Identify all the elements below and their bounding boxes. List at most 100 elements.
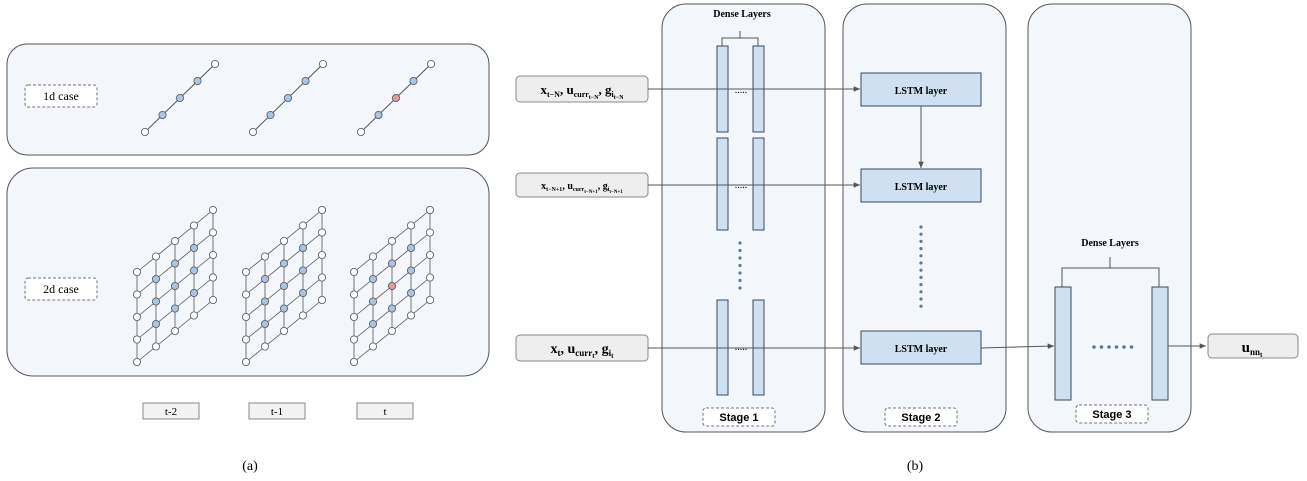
ellipsis-dot bbox=[919, 239, 923, 243]
grid-node bbox=[317, 295, 326, 304]
grid-node bbox=[368, 319, 377, 328]
ellipsis-dot bbox=[919, 247, 923, 251]
chain-node bbox=[248, 127, 257, 136]
grid-node bbox=[349, 290, 358, 299]
stage1-panel bbox=[661, 3, 826, 433]
dense-layers-label-right: Dense Layers bbox=[1081, 238, 1139, 249]
chains-1d bbox=[140, 60, 435, 136]
dense-bar bbox=[752, 137, 765, 231]
horizontal-dots bbox=[1092, 345, 1134, 349]
ellipsis-dot bbox=[919, 268, 923, 272]
ellipsis-dot bbox=[919, 297, 923, 301]
ellipsis-row1: ..... bbox=[735, 85, 748, 96]
grid-node bbox=[349, 267, 358, 276]
grid-node bbox=[279, 259, 288, 268]
grid-node bbox=[189, 288, 198, 297]
grid-node bbox=[241, 312, 250, 321]
caption-b: (b) bbox=[907, 459, 924, 474]
chain-node bbox=[356, 127, 365, 136]
grid-node bbox=[387, 326, 396, 335]
grid-node bbox=[425, 295, 434, 304]
time-labels: t-2 t-1 t bbox=[142, 402, 414, 420]
grid-node bbox=[208, 228, 217, 237]
lstm-layer-2 bbox=[860, 168, 982, 203]
grid-node bbox=[132, 267, 141, 276]
grid-node bbox=[132, 357, 141, 366]
grids-2d bbox=[132, 205, 434, 366]
grid-node bbox=[241, 290, 250, 299]
ellipsis-dot bbox=[919, 275, 923, 279]
grid-node bbox=[132, 335, 141, 344]
ellipsis-dot bbox=[1099, 345, 1104, 349]
grid-node bbox=[425, 273, 434, 282]
input-label-t-N: xt−N, ucurrt−N, git−N bbox=[540, 82, 624, 101]
chain-node bbox=[391, 94, 400, 103]
grid-node bbox=[132, 312, 141, 321]
grid-node bbox=[260, 319, 269, 328]
grid-node bbox=[406, 266, 415, 275]
lstm-layer-1 bbox=[860, 72, 982, 107]
time-label-t-1: t-1 bbox=[271, 406, 283, 418]
ellipsis-dot bbox=[919, 225, 923, 229]
grid-node bbox=[349, 357, 358, 366]
grid-node bbox=[208, 273, 217, 282]
grid-node bbox=[298, 288, 307, 297]
grid-node bbox=[208, 205, 217, 214]
grid-node bbox=[368, 297, 377, 306]
ellipsis-dot bbox=[1114, 345, 1119, 349]
label-1d-case: 1d case bbox=[43, 89, 79, 103]
input-label-t: xt, ucurrt, git bbox=[551, 342, 615, 360]
grid-node bbox=[279, 326, 288, 335]
grid-node bbox=[151, 319, 160, 328]
grid-node bbox=[349, 312, 358, 321]
grid-node bbox=[406, 288, 415, 297]
stage3-label: Stage 3 bbox=[1092, 409, 1131, 421]
lstm-label-1: LSTM layer bbox=[895, 86, 948, 97]
grid-node bbox=[151, 252, 160, 261]
dense-bar-stage3-right bbox=[1151, 286, 1169, 401]
dense-bar-stage3-left bbox=[1054, 286, 1072, 401]
ellipsis-dot bbox=[738, 286, 742, 290]
ellipsis-dot bbox=[738, 248, 742, 253]
grid-node bbox=[208, 250, 217, 259]
grid-node bbox=[241, 335, 250, 344]
grid-node bbox=[189, 221, 198, 230]
grid-node bbox=[387, 236, 396, 245]
ellipsis-dot bbox=[738, 256, 742, 260]
chain-node bbox=[409, 77, 418, 86]
dense-layers-label-top: Dense Layers bbox=[713, 9, 771, 20]
grid-node bbox=[170, 236, 179, 245]
vertical-dots bbox=[738, 225, 923, 308]
stage2-label: Stage 2 bbox=[901, 412, 940, 424]
ellipsis-dot bbox=[919, 232, 923, 236]
chain-node bbox=[266, 111, 275, 120]
output-box bbox=[1207, 333, 1299, 359]
ellipsis-dot bbox=[1129, 345, 1134, 349]
grid-node bbox=[241, 267, 250, 276]
input-box-t-N1 bbox=[515, 172, 649, 198]
ellipsis-dot bbox=[1122, 345, 1126, 349]
grid-node bbox=[170, 304, 179, 313]
time-box-t bbox=[356, 402, 414, 420]
grid-node bbox=[170, 281, 179, 290]
grid-node bbox=[368, 342, 377, 351]
grid-node bbox=[151, 297, 160, 306]
chain-node bbox=[158, 111, 167, 120]
grid-node bbox=[406, 311, 415, 320]
grid-node bbox=[208, 295, 217, 304]
grid-node bbox=[151, 274, 160, 283]
grid-node bbox=[241, 357, 250, 366]
grid-node bbox=[387, 281, 396, 290]
grid-node bbox=[298, 266, 307, 275]
grid-node bbox=[189, 311, 198, 320]
chain-node bbox=[140, 127, 149, 136]
grid-node bbox=[406, 243, 415, 252]
grid-node bbox=[387, 304, 396, 313]
grid-node bbox=[406, 221, 415, 230]
grid-node bbox=[279, 236, 288, 245]
ellipsis-dot bbox=[919, 254, 923, 258]
stage2-panel bbox=[842, 3, 1007, 433]
time-label-t-2: t-2 bbox=[165, 406, 177, 418]
lstm-layer-3 bbox=[860, 330, 982, 365]
